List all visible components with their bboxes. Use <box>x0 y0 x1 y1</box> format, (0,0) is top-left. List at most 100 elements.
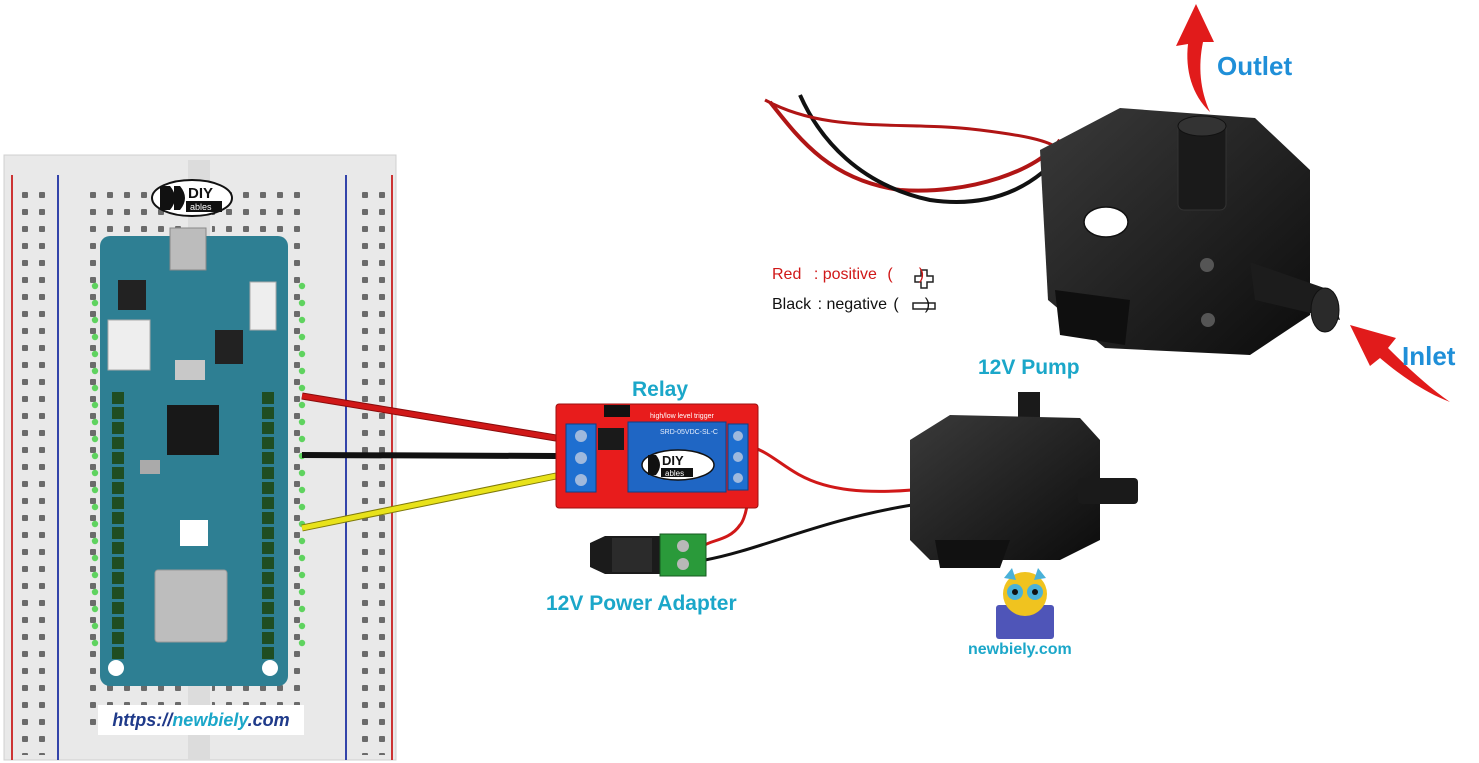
connected-hole <box>91 418 99 426</box>
main-chip <box>167 405 219 455</box>
legend-black-desc: : negative <box>817 296 887 313</box>
header-pin <box>112 437 124 449</box>
connected-hole <box>298 571 306 579</box>
connected-hole <box>91 588 99 596</box>
connected-hole <box>91 554 99 562</box>
header-pin <box>112 602 124 614</box>
wire-yellow-signal <box>301 473 557 531</box>
white-module <box>180 520 208 546</box>
owl-mascot <box>996 568 1054 639</box>
pump-large-wire-red <box>768 100 1062 193</box>
connected-hole <box>91 469 99 477</box>
connected-hole <box>91 520 99 528</box>
owl-site-label: newbiely.com <box>968 641 1072 658</box>
outlet-arrow <box>1176 4 1214 112</box>
header-pin <box>262 452 274 464</box>
header-pins-left <box>112 392 124 659</box>
header-pin <box>262 587 274 599</box>
minus-icon <box>912 302 936 310</box>
header-pin <box>262 557 274 569</box>
logo-relay-sub: ables <box>665 469 684 478</box>
jumper <box>604 405 630 417</box>
header-pin <box>112 527 124 539</box>
connected-hole <box>298 282 306 290</box>
header-pin <box>262 527 274 539</box>
connected-hole <box>298 418 306 426</box>
wires <box>301 392 913 562</box>
crystal <box>140 460 160 474</box>
chip-small <box>118 280 146 310</box>
connected-hole <box>298 554 306 562</box>
relay-model-text: SRD-05VDC-SL-C <box>660 429 718 436</box>
pump-large-foot <box>1055 290 1130 345</box>
connected-hole <box>91 401 99 409</box>
diyables-logo-relay <box>641 449 715 481</box>
relay-pcb-text: high/low level trigger <box>650 413 714 420</box>
pump-large <box>764 94 1340 355</box>
header-pins-right <box>262 392 274 659</box>
header-pin <box>112 407 124 419</box>
pump-small-inlet <box>1078 478 1138 504</box>
header-pin <box>112 557 124 569</box>
pump-small <box>910 392 1138 568</box>
owl-head <box>1003 572 1047 616</box>
header-pin <box>262 467 274 479</box>
pump-small-body <box>910 415 1100 560</box>
header-pin <box>262 497 274 509</box>
polarity-symbols <box>912 269 936 310</box>
connector-white-b <box>249 281 277 331</box>
header-pin <box>262 422 274 434</box>
chip-b <box>215 330 243 364</box>
rail-holes-left <box>20 185 54 755</box>
connected-hole <box>91 435 99 443</box>
connected-hole <box>298 435 306 443</box>
connected-hole <box>91 571 99 579</box>
connected-hole <box>298 384 306 392</box>
header-pin <box>262 647 274 659</box>
header-pin <box>112 632 124 644</box>
header-pin <box>112 572 124 584</box>
legend-red-desc: : positive <box>813 266 877 283</box>
connected-hole <box>298 401 306 409</box>
url-watermark: https://newbiely.com <box>98 705 304 735</box>
header-pin <box>112 512 124 524</box>
connected-hole <box>91 367 99 375</box>
connected-hole <box>91 299 99 307</box>
connector-white <box>107 319 151 371</box>
inlet-label: Inlet <box>1402 341 1456 371</box>
wire-black-gnd <box>301 452 557 459</box>
power-adapter-label: 12V Power Adapter <box>546 592 737 615</box>
connected-hole <box>298 486 306 494</box>
url-suffix: .com <box>247 710 290 730</box>
connected-hole <box>298 333 306 341</box>
connected-hole <box>91 622 99 630</box>
legend-black: Black : negative () <box>772 296 931 313</box>
diyables-logo-top: DIY ables <box>151 179 233 217</box>
connected-hole <box>298 316 306 324</box>
connected-hole <box>298 367 306 375</box>
header-pin <box>112 497 124 509</box>
header-pin <box>112 542 124 554</box>
header-pin <box>262 392 274 404</box>
reset-button <box>175 360 205 380</box>
connected-hole <box>298 299 306 307</box>
connected-hole <box>91 384 99 392</box>
header-pin <box>112 617 124 629</box>
header-pin <box>112 647 124 659</box>
pump-label: 12V Pump <box>978 356 1080 379</box>
legend-red: Red : positive () <box>772 266 925 283</box>
connected-hole <box>91 333 99 341</box>
logo-top-word: DIY <box>188 185 213 202</box>
header-pin <box>262 482 274 494</box>
plus-icon <box>914 269 934 289</box>
url-brand: newbiely <box>172 710 248 730</box>
connected-hole <box>91 316 99 324</box>
connected-hole <box>91 452 99 460</box>
header-pin <box>262 632 274 644</box>
wire-pump-positive <box>744 443 913 493</box>
header-pin <box>112 482 124 494</box>
mount-hole-right <box>262 660 278 676</box>
connected-hole <box>298 350 306 358</box>
connected-hole <box>91 605 99 613</box>
